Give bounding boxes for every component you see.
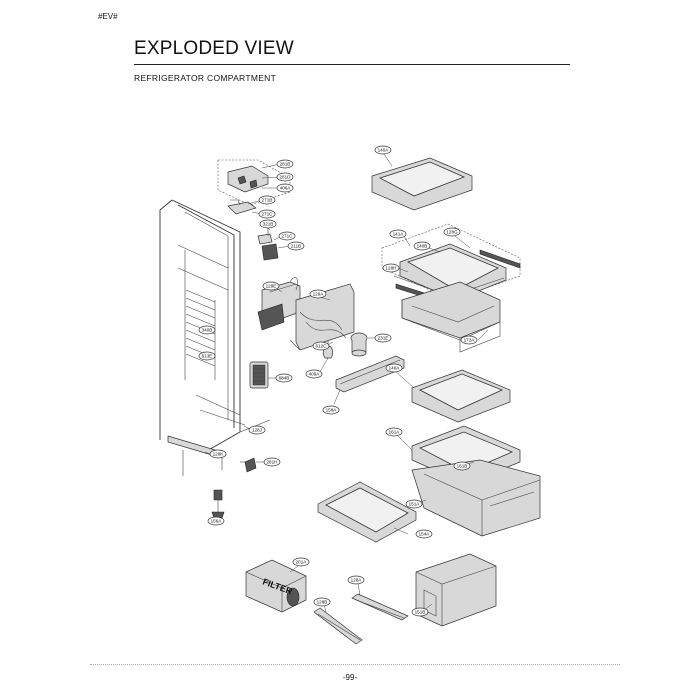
vent-grille	[249, 361, 269, 389]
svg-text:158A: 158A	[326, 408, 338, 413]
svg-text:128J: 128J	[252, 428, 262, 433]
part-callout-281b: 281B	[276, 159, 294, 169]
part-callout-128h: 128H	[382, 263, 400, 273]
part-callout-129e: 129E	[262, 281, 280, 291]
svg-text:612C: 612C	[316, 344, 328, 349]
page-title: EXPLODED VIEW	[134, 38, 294, 59]
part-callout-612c: 612C	[312, 341, 330, 351]
part-callout-156a: 156A	[207, 516, 225, 526]
svg-text:128A: 128A	[351, 578, 363, 583]
part-callout-161a: 161A	[385, 427, 403, 437]
part-callout-151b: 151B	[411, 607, 429, 617]
svg-text:151B: 151B	[415, 610, 426, 615]
dispenser-housing-parts	[217, 159, 291, 261]
footer-divider	[90, 664, 620, 665]
svg-text:156A: 156A	[211, 519, 223, 524]
svg-text:409A: 409A	[309, 372, 321, 377]
part-callout-271b: 271B	[258, 195, 276, 205]
part-callout-321b: 321B	[259, 219, 277, 229]
part-callout-140b: 140B	[413, 241, 431, 251]
part-callout-231e: 231E	[374, 333, 392, 343]
svg-text:406A: 406A	[280, 186, 292, 191]
part-callout-271c: 271C	[258, 209, 276, 219]
svg-text:231E: 231E	[378, 336, 389, 341]
lower-hinge-parts	[211, 457, 257, 519]
svg-text:271C: 271C	[282, 234, 294, 239]
section-subtitle: REFRIGERATOR COMPARTMENT	[134, 73, 277, 83]
svg-text:281B: 281B	[280, 162, 291, 167]
part-callout-154a: 154A	[415, 529, 433, 539]
part-callout-684b: 684B	[275, 373, 293, 383]
svg-text:281H: 281H	[267, 460, 278, 465]
svg-text:141A: 141A	[393, 232, 405, 237]
lamp-cover	[335, 355, 405, 393]
part-callout-128a: 128A	[347, 575, 365, 585]
svg-text:321B: 321B	[263, 222, 274, 227]
svg-text:129E: 129E	[266, 284, 277, 289]
svg-text:271B: 271B	[262, 198, 273, 203]
part-callout-141a: 141A	[389, 229, 407, 239]
svg-text:151A: 151A	[409, 502, 421, 507]
svg-text:128B: 128B	[317, 600, 328, 605]
svg-text:340B: 340B	[202, 328, 213, 333]
page-number: -99-	[342, 673, 358, 682]
part-callout-211b: 211B	[287, 241, 305, 251]
svg-text:271C: 271C	[262, 212, 274, 217]
part-callout-281d: 281D	[276, 172, 294, 182]
shelf-top	[371, 157, 473, 211]
part-callout-161b: 161B	[453, 461, 471, 471]
refrigerator-cabinet	[159, 199, 271, 476]
title-underline	[134, 64, 570, 65]
part-callout-201a: 201A	[292, 557, 310, 567]
part-callout-128b: 128B	[313, 597, 331, 607]
part-callout-129a: 129A	[309, 289, 327, 299]
svg-text:172A: 172A	[464, 338, 476, 343]
water-filter: FILTER	[245, 559, 307, 613]
part-callout-340b: 340B	[198, 325, 216, 335]
svg-text:684B: 684B	[279, 376, 290, 381]
svg-text:128G: 128G	[446, 230, 458, 235]
shelf-middle	[411, 369, 511, 423]
part-callout-406a: 406A	[276, 183, 294, 193]
svg-text:140B: 140B	[417, 244, 428, 249]
svg-text:140A: 140A	[389, 366, 401, 371]
svg-text:128K: 128K	[213, 452, 225, 457]
svg-text:281D: 281D	[280, 175, 292, 180]
drawer-rails	[313, 593, 409, 645]
svg-text:161A: 161A	[389, 430, 401, 435]
valve-assembly	[257, 277, 355, 351]
svg-text:154A: 154A	[419, 532, 431, 537]
part-callout-172a: 172A	[460, 335, 478, 345]
part-callout-409a: 409A	[305, 369, 323, 379]
svg-text:140A: 140A	[378, 148, 390, 153]
svg-text:161B: 161B	[457, 464, 468, 469]
part-callout-158a: 158A	[322, 405, 340, 415]
part-callout-613e: 613E	[198, 351, 216, 361]
part-callout-281h: 281H	[263, 457, 281, 467]
part-callout-140a: 140A	[374, 145, 392, 155]
lower-drawer	[415, 553, 497, 627]
crisper-drawer	[411, 459, 541, 537]
svg-text:613E: 613E	[202, 354, 213, 359]
part-callout-128j: 128J	[248, 425, 266, 435]
svg-text:128H: 128H	[386, 266, 397, 271]
part-callout-151a: 151A	[405, 499, 423, 509]
svg-text:201A: 201A	[296, 560, 308, 565]
glass-panel	[317, 481, 417, 543]
document-tag: #EV#	[98, 12, 118, 21]
svg-text:211B: 211B	[291, 244, 301, 249]
upper-drawer	[401, 281, 501, 353]
part-callout-128k: 128K	[209, 449, 227, 459]
part-callout-140a-2: 140A	[385, 363, 403, 373]
svg-text:129A: 129A	[313, 292, 325, 297]
part-callout-128g: 128G	[443, 227, 461, 237]
part-callout-271c-2: 271C	[278, 231, 296, 241]
